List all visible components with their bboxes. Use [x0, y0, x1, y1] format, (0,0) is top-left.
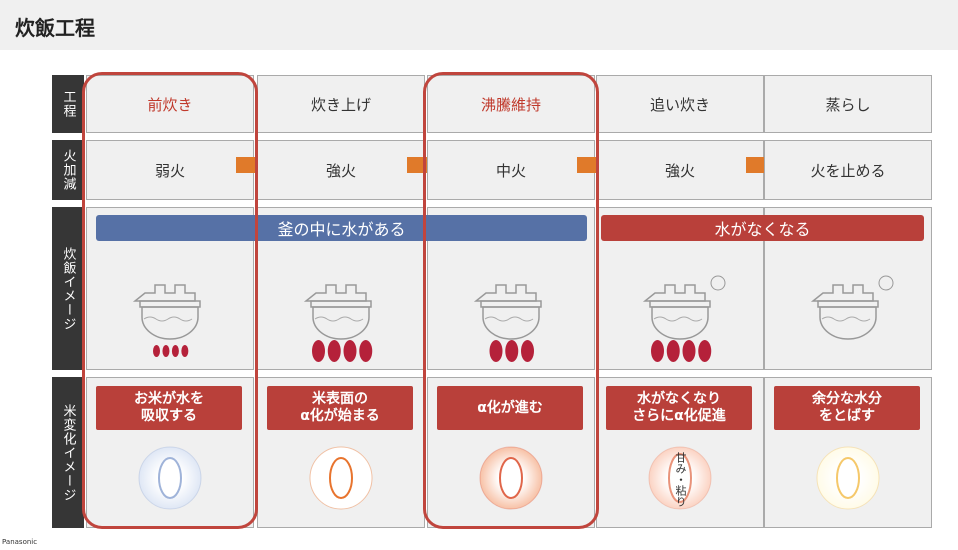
- band-no-water: 水がなくなる: [601, 215, 924, 241]
- page-title: 炊飯工程: [15, 16, 95, 40]
- row-label-rice-image: 米変化イメージ: [52, 377, 84, 528]
- footer-logo: Panasonic: [2, 538, 38, 546]
- rice-change-label: 米表面の α化が始まる: [267, 386, 413, 430]
- heat-level: 強火: [257, 140, 425, 200]
- band-water: 釜の中に水がある: [96, 215, 587, 241]
- heat-level: 弱火: [86, 140, 254, 200]
- heat-level: 強火: [596, 140, 764, 200]
- rice-change-label: α化が進む: [437, 386, 583, 430]
- rice-grain-icon: [309, 446, 373, 510]
- row-label-cooking-image: 炊飯イメージ: [52, 207, 84, 370]
- step-name: 追い炊き: [596, 75, 764, 133]
- highlight-step-3: [423, 72, 599, 529]
- rice-cooker-pot-icon: [473, 284, 542, 362]
- highlight-step-1: [82, 72, 258, 529]
- row-label-heat: 火加減: [52, 140, 84, 200]
- step-name: 炊き上げ: [257, 75, 425, 133]
- step-name: 前炊き: [86, 75, 254, 133]
- rice-cooker-pot-icon: [132, 284, 201, 357]
- rice-cooker-pot-icon: [303, 284, 373, 362]
- heat-level: 火を止める: [764, 140, 932, 200]
- rice-cooker-pot-icon: [810, 275, 894, 340]
- rice-label: 甘み・粘り: [674, 451, 687, 507]
- rice-grain-icon: [648, 446, 712, 510]
- rice-grain-icon: [138, 446, 202, 510]
- step-name: 沸騰維持: [427, 75, 595, 133]
- row-label-process: 工程: [52, 75, 84, 133]
- rice-grain-icon: [816, 446, 880, 510]
- rice-change-label: お米が水を 吸収する: [96, 386, 242, 430]
- rice-change-label: 余分な水分 をとばす: [774, 386, 920, 430]
- rice-cooker-pot-icon: [642, 275, 726, 362]
- step-name: 蒸らし: [764, 75, 932, 133]
- rice-change-label: 水がなくなり さらにα化促進: [606, 386, 752, 430]
- header-bar: [0, 0, 958, 50]
- rice-grain-icon: [479, 446, 543, 510]
